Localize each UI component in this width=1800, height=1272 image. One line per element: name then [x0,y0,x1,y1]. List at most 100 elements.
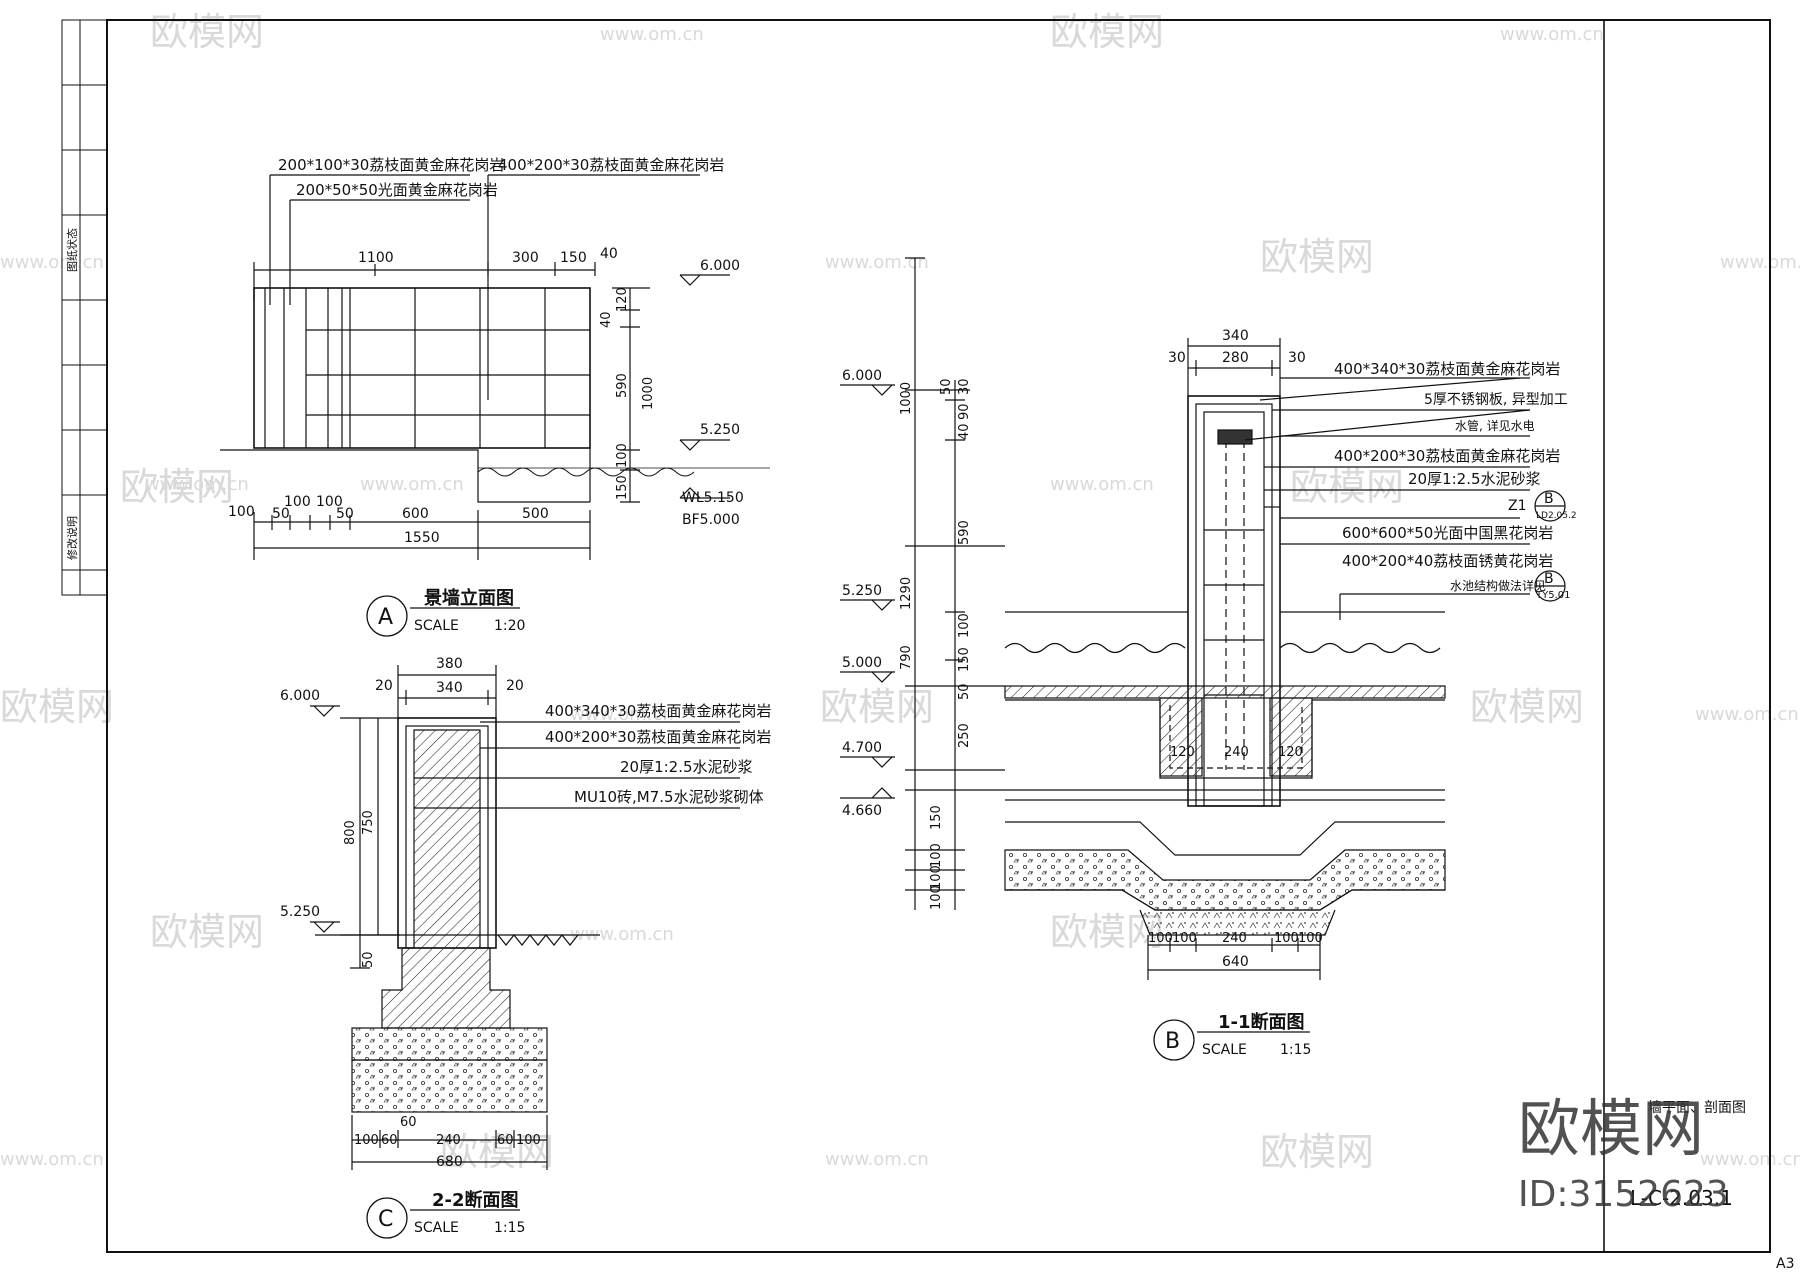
watermark-url: www.om.cn [1050,474,1154,495]
c-callout-4: MU10砖,M7.5水泥砂浆砌体 [574,788,764,806]
b-left-dim-6: 100 [929,865,944,890]
b-inner-bottom-2: 240 [1224,745,1249,760]
section-2-2-drawing [310,665,740,1239]
a-top-dim-3: 150 [560,250,587,266]
c-scale-word: SCALE [414,1220,459,1236]
watermark-url: www.om.cn [1700,1149,1800,1170]
sheet-frame [106,19,1771,1253]
b-left-dim-5: 100 [929,843,944,868]
watermark-url: www.om.cn [1695,704,1799,725]
a-bottom-dim-2: 50 [272,506,290,522]
a-bottom-dim-3: 100 [284,494,311,510]
b-ref-2-code: TY5.01 [1535,590,1570,601]
b-ref-2-letter: B [1544,571,1554,587]
c-bottom-dim-3: 60 [381,1133,398,1148]
watermark-url: www.om.cn [360,474,464,495]
c-bottom-dim-6: 100 [516,1133,541,1148]
a-scale-value: 1:20 [494,618,525,634]
c-top-dim-4: 20 [506,678,524,694]
a-bottom-dim-1: 100 [228,504,255,520]
c-bottom-dim-1: 60 [400,1115,417,1130]
watermark-brand: 欧模网 [440,1130,554,1174]
b-level-1: 6.000 [842,368,882,384]
b-top-dim-1: 340 [1222,328,1249,344]
b-inner-dim-9: 250 [957,723,972,748]
b-callout-6: 600*600*50光面中国黑花岗岩 [1342,524,1553,542]
c-symbol: C [378,1207,393,1232]
a-level-4: BF5.000 [682,512,740,528]
b-callout-5: 20厚1:2.5水泥砂浆 [1408,470,1541,488]
b-ref-1-code: LD2.05.2 [1536,511,1577,521]
side-top-label: 图纸状态 [65,228,79,272]
b-callout-1: 400*340*30荔枝面黄金麻花岗岩 [1334,360,1560,378]
side-bottom-label: 修改说明 [65,516,79,560]
a-callout-3: 400*200*30荔枝面黄金麻花岗岩 [498,156,724,174]
watermark-brand: 欧模网 [0,685,114,729]
b-ref-prefix: Z1 [1508,498,1527,514]
c-level-2: 5.250 [280,904,320,920]
b-level-5: 4.660 [842,803,882,819]
watermark-url: www.om.cn [825,252,929,273]
b-inner-dim-8: 50 [957,683,972,700]
watermark-brand: 欧模网 [1470,685,1584,729]
watermark-brand: 欧模网 [1290,465,1404,509]
a-right-dim-3: 590 [615,373,630,398]
a-bottom-total: 1550 [404,530,440,546]
watermark-brand: 欧模网 [150,10,264,54]
b-level-4: 4.700 [842,740,882,756]
c-left-dim-2: 750 [361,810,376,835]
section-2-2-labels: 380 20 340 20 400*340*30荔枝面黄金麻花岗岩 400*20… [280,656,771,1236]
watermark-brand: 欧模网 [1260,1130,1374,1174]
b-callout-7: 400*200*40荔枝面锈黄花岗岩 [1342,552,1553,570]
b-bottom-dim-1: 100 [1148,931,1173,946]
b-callout-8: 水池结构做法详见 [1450,578,1546,593]
b-ref-1-letter: B [1544,491,1554,507]
a-bottom-dim-7: 500 [522,506,549,522]
c-bottom-total: 680 [436,1154,463,1170]
a-top-dim-2: 300 [512,250,539,266]
b-top-dim-3: 280 [1222,350,1249,366]
watermark-brand: 欧模网 [150,910,264,954]
b-left-dim-1: 1000 [899,382,914,415]
paper-size-label: A3 [1776,1256,1794,1272]
watermark-url: www.om.cn [570,924,674,945]
b-bottom-dim-2: 100 [1172,931,1197,946]
b-inner-dim-6: 100 [957,613,972,638]
a-right-dim-5: 100 [615,443,630,468]
a-scale-word: SCALE [414,618,459,634]
a-level-3: WL5.150 [682,490,744,506]
c-title: 2-2断面图 [432,1189,519,1211]
b-top-dim-4: 30 [1288,350,1306,366]
sheet-title-fragment: 墙平面、剖面图 [1648,1100,1746,1116]
b-left-dim-3: 790 [899,645,914,670]
a-top-dim-1: 1100 [358,250,394,266]
watermark-brand: 欧模网 [820,685,934,729]
b-inner-dim-3: 40 [957,423,972,440]
a-callout-2: 200*50*50光面黄金麻花岗岩 [296,181,498,199]
c-left-dim-3: 50 [361,951,376,968]
b-bottom-dim-4: 100 [1274,931,1299,946]
sheet-number: L-C-2.03.1 [1630,1186,1733,1210]
b-level-3: 5.000 [842,655,882,671]
b-scale-value: 1:15 [1280,1042,1311,1058]
c-callout-1: 400*340*30荔枝面黄金麻花岗岩 [545,702,771,720]
c-top-dim-2: 20 [375,678,393,694]
watermark-layer: 欧模网欧模网欧模网欧模网欧模网欧模网欧模网欧模网欧模网欧模网欧模网欧模网www.… [0,10,1800,1174]
b-callout-2: 5厚不锈钢板, 异型加工 [1424,392,1568,408]
c-level-1: 6.000 [280,688,320,704]
a-right-dim-6: 150 [615,475,630,500]
a-right-dim-4: 1000 [641,377,656,410]
elevation-a-labels: 200*100*30荔枝面黄金麻花岗岩 200*50*50光面黄金麻花岗岩 40… [228,156,744,634]
c-callout-2: 400*200*30荔枝面黄金麻花岗岩 [545,728,771,746]
b-inner-dim-4: 90 [957,403,972,420]
b-bottom-dim-3: 240 [1222,931,1247,946]
elevation-a-drawing [220,174,770,637]
section-1-1-drawing [840,257,1566,1061]
c-left-dim-1: 800 [343,820,358,845]
watermark-big-brand: 欧模网 [1518,1092,1704,1165]
b-inner-dim-1: 50 [939,378,954,395]
b-callout-4: 400*200*30荔枝面黄金麻花岗岩 [1334,447,1560,465]
watermark-url: www.om.cn [0,1149,104,1170]
b-callout-3: 水管, 详见水电 [1455,418,1535,433]
